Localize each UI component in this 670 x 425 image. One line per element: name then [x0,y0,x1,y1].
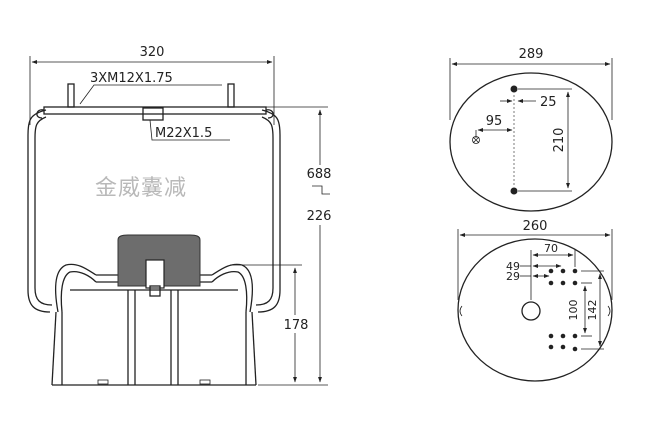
center-bolt-label: M22X1.5 [155,126,212,141]
piston-outer-left [51,311,57,386]
piston-flare-inner-right [211,270,248,313]
slot-2 [199,379,211,385]
label-100: 100 [567,300,580,321]
piston-flare-inner-left [60,270,97,313]
hole [572,268,578,274]
width-label: 320 [140,45,165,60]
bottom-plate-outline [457,238,613,382]
bellows-inner-right [255,116,274,306]
label-49: 49 [506,260,520,273]
label-70: 70 [544,242,558,255]
hole [560,280,566,286]
radius-label: 95 [486,114,503,129]
center-hole [521,301,541,321]
hole [572,346,578,352]
hole [548,268,554,274]
bellows-outer-right [257,109,281,313]
hole [560,268,566,274]
center-nut [142,107,164,121]
bottom-plate-view: 260 70 49 29 [457,219,613,382]
hole [548,280,554,286]
side-view: 320 3XM12X1.75 M22X1.5 [27,45,336,386]
offset-label: 25 [540,95,557,110]
spacing-label: 210 [552,128,567,153]
max-height-label: 688 [307,167,332,182]
stud-left [67,83,75,108]
bead-right [265,109,274,119]
top-plate-view: 289 210 25 95 [449,47,613,212]
bottom-nut [145,259,165,289]
bottom-diameter-label: 260 [523,219,548,234]
min-height-label: 226 [307,209,332,224]
hole [548,333,554,339]
mounting-holes [548,268,578,352]
center-bolt-leader [149,119,230,141]
top-plate-outline [449,72,613,212]
piston-outer-right [251,311,257,386]
bolt-label: 3XM12X1.75 [90,71,173,86]
top-stud-hole-1 [510,85,518,93]
piston-height-label: 178 [284,318,309,333]
stud-right [227,83,235,108]
bellows-outer-left [27,109,51,313]
top-diameter-label: 289 [519,47,544,62]
hole [560,333,566,339]
slot-1 [97,379,109,385]
hole [548,344,554,350]
hole [560,344,566,350]
top-stud-hole-2 [510,187,518,195]
label-142: 142 [586,300,599,321]
piston-flare-left [54,263,97,313]
height-separator [312,185,330,195]
bolt-leader [79,84,222,105]
bottom-stud [149,285,161,297]
bead-left [36,109,45,119]
edge-notch-left [459,305,463,317]
edge-notch-right [607,305,611,317]
watermark: 金威囊减 [95,176,187,201]
label-29: 29 [506,270,520,283]
hole [572,333,578,339]
bellows-inner-left [34,116,53,306]
hole [572,280,578,286]
